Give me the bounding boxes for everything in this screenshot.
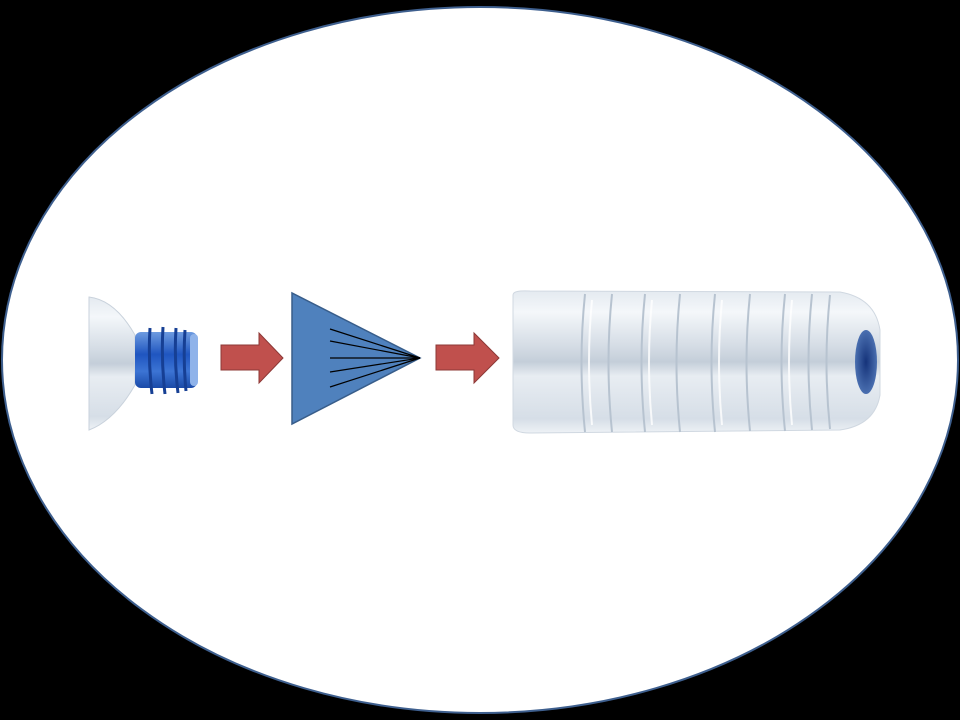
- arrow-right-icon: [220, 331, 284, 385]
- bottle-neck-image: [88, 296, 198, 431]
- arrow-right-icon: [435, 331, 500, 385]
- triangle-funnel-icon: [291, 291, 422, 426]
- bottle-image: [512, 290, 881, 434]
